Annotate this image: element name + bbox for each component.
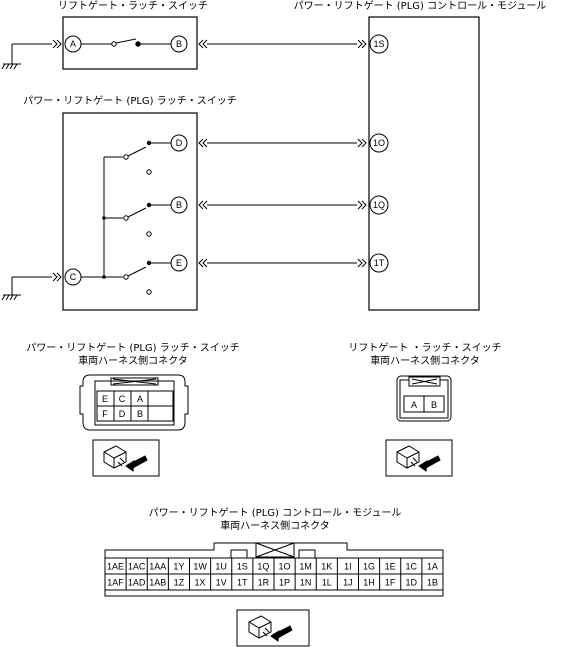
harness-view-icon [385, 439, 453, 477]
switch-contact-open [146, 289, 152, 295]
module-connector-cell: 1P [279, 578, 290, 588]
module-connector-subtitle: 車両ハーネス側コネクタ [220, 519, 330, 532]
module-connector-cell: 1AF [107, 578, 124, 588]
plg-latch-cell: E [102, 394, 108, 404]
switch-pivot [123, 215, 129, 221]
liftgate-latch-connector-subtitle: 車両ハーネス側コネクタ [370, 354, 480, 367]
pin-label-plg-d: D [176, 138, 183, 148]
switch-pivot [123, 154, 129, 160]
module-connector-cell: 1H [363, 578, 375, 588]
connector-chevron [357, 39, 367, 49]
liftgate-latch-switch-box [62, 16, 198, 70]
module-connector-cell: 1G [363, 562, 375, 572]
module-connector-cell: 1K [321, 562, 332, 572]
module-connector-cell: 1M [299, 562, 312, 572]
pin-circle-module-1q [369, 195, 389, 215]
module-connector-cell: 1Z [174, 578, 185, 588]
pin-label-plg-e: E [176, 258, 182, 268]
pin-circle-plg-b [170, 196, 188, 214]
junction-dot [102, 275, 106, 279]
switch-pivot [123, 274, 129, 280]
module-connector-cell: 1AC [128, 562, 146, 572]
plg-switch-internal-wiring [81, 142, 171, 278]
harness-view-icon [92, 439, 160, 477]
junction-dot [102, 216, 106, 220]
module-connector-cell: 1AA [149, 562, 166, 572]
plg-latch-connector-body [79, 374, 189, 431]
pin-circle-plg-c [64, 268, 82, 286]
module-connector-cell: 1X [195, 578, 206, 588]
module-connector-cell: 1AD [128, 578, 146, 588]
module-connector-cell: 1T [237, 578, 248, 588]
pin-circle-latch-b [170, 35, 188, 53]
switch-contact-closed [146, 260, 152, 266]
module-connector-cell: 1N [300, 578, 312, 588]
switch-contact-open [146, 231, 152, 237]
module-connector-cell: 1B [427, 578, 438, 588]
module-connector-cell: 1J [343, 578, 353, 588]
module-connector-cell: 1L [322, 578, 332, 588]
plg-latch-cell: C [119, 394, 126, 404]
plg-latch-cell: F [102, 409, 108, 419]
pin-label-module-1q: 1Q [373, 200, 385, 210]
module-connector-cell: 1I [344, 562, 352, 572]
module-connector-cell: 1AB [149, 578, 166, 588]
pin-circle-module-1s [369, 34, 389, 54]
ground-symbol-a [1, 43, 52, 70]
module-connector-cell: 1Q [257, 562, 269, 572]
pin-label-module-1s: 1S [373, 39, 384, 49]
harness-view-icon [236, 609, 310, 647]
switch-contact-open [146, 169, 152, 175]
plg-latch-cell: B [137, 409, 143, 419]
module-connector-cell: 1AE [107, 562, 124, 572]
module-connector-cell: 1S [237, 562, 248, 572]
liftgate-latch-connector-body [396, 375, 452, 422]
module-connector-title: パワー・リフトゲート (PLG) コントロール・モジュール [149, 507, 402, 519]
module-connector-cell: 1Y [173, 562, 184, 572]
plg-latch-switch-box [62, 112, 198, 311]
module-connector-cell: 1C [406, 562, 418, 572]
switch-contact-closed [146, 140, 152, 146]
connector-chevron [198, 39, 208, 49]
module-connector-cell: 1F [385, 578, 396, 588]
pin-circle-plg-e [170, 254, 188, 272]
liftgate-latch-switch-title: リフトゲート・ラッチ・スイッチ [58, 0, 208, 12]
plg-latch-cell: A [137, 394, 143, 404]
module-connector-cell: 1R [258, 578, 270, 588]
pin-label-plg-c: C [70, 272, 77, 282]
module-connector-cell: 1U [215, 562, 227, 572]
liftgate-latch-cell: B [431, 400, 437, 410]
module-connector-cell: 1A [427, 562, 438, 572]
pin-circle-plg-d [170, 134, 188, 152]
plg-latch-connector-subtitle: 車両ハーネス側コネクタ [78, 354, 188, 367]
wire-group-plg-module [198, 138, 367, 268]
pin-label-module-1o: 1O [373, 138, 385, 148]
plg-latch-cell: D [119, 409, 126, 419]
pin-circle-module-1t [369, 253, 389, 273]
plg-control-module-box [368, 16, 480, 311]
plg-latch-switch-title: パワー・リフトゲート (PLG) ラッチ・スイッチ [23, 95, 237, 107]
module-connector-cell: 1D [406, 578, 418, 588]
module-connector-cell: 1W [193, 562, 207, 572]
module-connector-cell: 1O [279, 562, 291, 572]
pin-label-plg-b: B [176, 200, 182, 210]
plg-latch-connector-title: パワー・リフトゲート (PLG) ラッチ・スイッチ [26, 342, 240, 354]
liftgate-latch-connector-title: リフトゲート ・ラッチ・スイッチ [348, 342, 501, 354]
connector-chevron [52, 39, 62, 49]
pin-label-latch-b: B [176, 39, 182, 49]
switch-contact-closed [146, 202, 152, 208]
liftgate-latch-cell: A [411, 400, 417, 410]
pin-label-module-1t: 1T [374, 258, 385, 268]
ground-symbol-c [1, 276, 52, 301]
latch-switch-contact [81, 38, 171, 47]
module-connector-cell: 1E [385, 562, 396, 572]
module-connector-cell: 1V [216, 578, 227, 588]
pin-circle-module-1o [369, 133, 389, 153]
pin-label-latch-a: A [70, 39, 76, 49]
plg-control-module-title: パワー・リフトゲート (PLG) コントロール・モジュール [294, 0, 547, 12]
connector-chevron [52, 272, 62, 282]
